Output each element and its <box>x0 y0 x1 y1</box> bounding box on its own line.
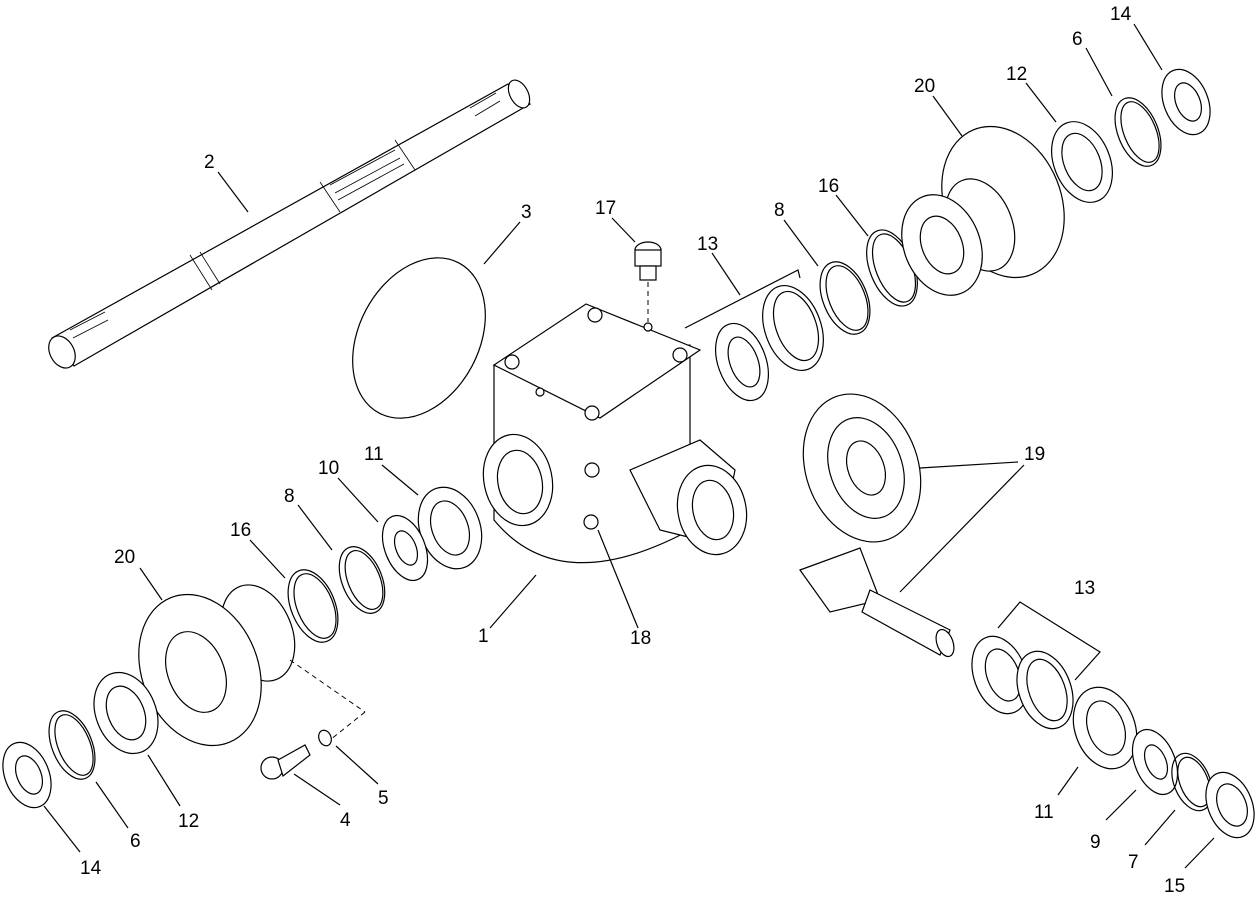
callout-16-upper: 16 <box>818 176 839 197</box>
callout-14-left: 14 <box>80 858 102 879</box>
callout-18: 18 <box>630 628 651 649</box>
callout-7: 7 <box>1128 852 1139 873</box>
part-snap-ring-6-left <box>48 710 96 780</box>
callout-20-upper: 20 <box>914 76 935 97</box>
callout-12-upper: 12 <box>1006 64 1027 85</box>
part-ball-bearing-upper <box>1051 121 1113 203</box>
part-snap-ring-upper <box>819 261 871 335</box>
callout-8-upper: 8 <box>774 200 785 221</box>
part-flange-upper <box>901 125 1065 296</box>
part-seal-upper <box>1161 68 1211 136</box>
callout-5: 5 <box>378 788 389 809</box>
part-shim-10 <box>381 514 429 582</box>
callout-20-left: 20 <box>114 547 135 568</box>
callout-8-left: 8 <box>284 486 295 507</box>
callout-6-upper: 6 <box>1072 29 1083 50</box>
part-o-ring-16-left <box>287 569 339 643</box>
callout-16-left: 16 <box>230 520 251 541</box>
part-ball-bearing-12-left <box>93 671 159 755</box>
part-shim <box>1131 728 1179 796</box>
part-gasket <box>352 257 486 419</box>
callout-11-lower: 11 <box>1034 802 1054 823</box>
callout-15: 15 <box>1164 876 1185 897</box>
part-breather-plug <box>634 241 662 322</box>
callout-10: 10 <box>318 458 339 479</box>
callout-4: 4 <box>340 810 351 831</box>
part-housing <box>482 303 748 564</box>
part-bevel-gear-set <box>799 393 955 658</box>
callout-12-left: 12 <box>178 811 199 832</box>
callout-9: 9 <box>1090 832 1101 853</box>
part-tapered-bearing-upper <box>715 284 824 402</box>
part-shaft <box>48 79 532 369</box>
part-washer <box>318 729 332 747</box>
leader-lines <box>43 23 1215 869</box>
part-seal-14-left <box>2 741 52 809</box>
part-bolt <box>260 744 311 780</box>
part-seal-15 <box>1205 771 1255 839</box>
part-snap-ring-8-left <box>338 546 386 614</box>
part-ball-bearing-lower <box>1072 686 1138 770</box>
part-tapered-bearing-lower <box>971 635 1074 730</box>
callout-14-upper: 14 <box>1110 4 1132 25</box>
callout-13-lower: 13 <box>1074 578 1095 599</box>
part-snap-ring-6-upper <box>1114 97 1162 167</box>
callout-19: 19 <box>1024 444 1045 465</box>
callout-1: 1 <box>478 626 489 647</box>
callout-13-upper: 13 <box>697 234 718 255</box>
callout-11-left: 11 <box>364 444 384 465</box>
callout-labels: 2 3 17 13 8 16 20 12 6 14 19 11 10 8 16 … <box>80 4 1185 897</box>
callout-17: 17 <box>595 198 616 219</box>
callout-2: 2 <box>204 152 215 173</box>
callout-3: 3 <box>521 202 532 223</box>
part-snap-ring-7 <box>1171 752 1213 812</box>
part-ball-bearing-11-left <box>417 486 483 570</box>
callout-6-left: 6 <box>130 831 141 852</box>
